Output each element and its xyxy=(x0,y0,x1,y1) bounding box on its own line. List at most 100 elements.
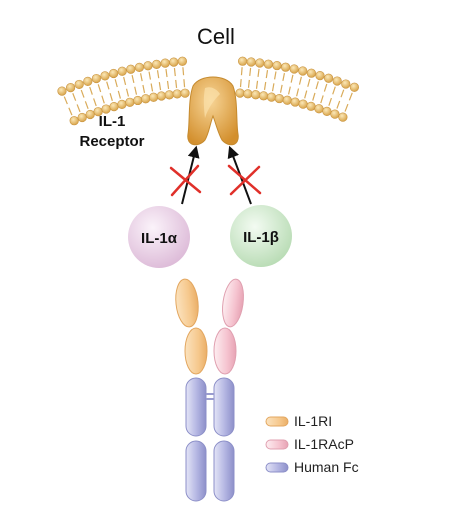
lipid-tail xyxy=(340,89,345,98)
lipid-head-inner xyxy=(306,101,316,111)
lipid-tail xyxy=(255,80,259,89)
lipid-tail xyxy=(72,93,77,101)
lipid-head-outer xyxy=(126,64,136,74)
lipid-head-inner xyxy=(338,112,348,122)
lipid-head-inner xyxy=(109,102,119,112)
lipid-head-inner xyxy=(235,88,245,98)
lipid-head-outer xyxy=(281,62,291,72)
lipid-head-inner xyxy=(172,89,182,99)
lipid-tail xyxy=(68,107,73,116)
lipid-tail xyxy=(312,92,316,101)
lipid-tail xyxy=(249,67,252,76)
lipid-tail xyxy=(282,72,286,82)
receptor-label: IL-1 Receptor xyxy=(62,112,162,152)
lipid-tail xyxy=(274,71,277,80)
lipid-tail xyxy=(139,73,143,82)
lipid-tail xyxy=(263,81,267,90)
lipid-tail xyxy=(131,74,135,84)
legend-swatch-human-fc xyxy=(265,462,289,473)
lipid-head-inner xyxy=(180,88,190,98)
lipid-head-outer xyxy=(57,86,67,96)
lipid-head-inner xyxy=(330,109,340,119)
lipid-head-outer xyxy=(74,79,84,90)
lipid-tail xyxy=(344,103,349,112)
il-1b-label: IL-1β xyxy=(243,229,279,246)
legend-label-il-1racp: IL-1RAcP xyxy=(294,436,354,452)
lipid-head-inner xyxy=(77,112,87,123)
lipid-head-inner xyxy=(164,90,174,100)
lipid-head-outer xyxy=(65,83,76,93)
legend-label-il-1ri: IL-1RI xyxy=(294,413,333,429)
fc-domain-left-lower xyxy=(185,440,207,502)
lipid-head-inner xyxy=(141,94,151,104)
lipid-head-outer xyxy=(341,79,351,89)
lipid-head-inner xyxy=(148,92,159,102)
il-1racp-domain-2 xyxy=(213,327,237,375)
lipid-head-outer xyxy=(160,58,170,68)
lipid-tail xyxy=(158,82,162,91)
lipid-head-inner xyxy=(251,90,261,100)
lipid-tail xyxy=(296,88,300,97)
lipid-tail xyxy=(240,67,243,76)
receptor-label-line-2: Receptor xyxy=(79,133,145,150)
lipid-tail xyxy=(173,67,176,77)
lipid-tail xyxy=(134,86,138,95)
lipid-head-outer xyxy=(177,56,187,66)
lipid-head-outer xyxy=(117,66,127,76)
lipid-head-outer xyxy=(298,66,308,76)
lipid-head-inner xyxy=(298,99,308,109)
lipid-head-outer xyxy=(255,58,265,68)
lipid-head-inner xyxy=(322,106,332,116)
lipid-head-outer xyxy=(272,60,282,71)
lipid-head-outer xyxy=(143,61,153,71)
lipid-head-outer xyxy=(315,71,325,81)
lipid-head-outer xyxy=(289,64,299,74)
lipid-tail xyxy=(239,79,242,88)
lipid-head-outer xyxy=(83,76,93,86)
lipid-tail xyxy=(166,80,170,89)
block-x-left xyxy=(169,164,202,197)
lipid-tail xyxy=(307,78,311,87)
lipid-head-outer xyxy=(152,59,162,69)
lipid-head-outer xyxy=(238,56,248,66)
il-1ri-domain-2 xyxy=(184,327,208,375)
lipid-tail xyxy=(109,93,113,102)
lipid-tail xyxy=(93,98,97,107)
lipid-tail xyxy=(336,100,341,109)
lipid-tail xyxy=(279,84,283,93)
lipid-tail xyxy=(165,68,168,78)
lipid-tail xyxy=(101,95,105,104)
lipid-tail xyxy=(148,71,152,80)
lipid-head-outer xyxy=(169,57,179,67)
lipid-tail xyxy=(106,81,110,90)
fc-domain-right-lower xyxy=(213,440,235,502)
lipid-head-outer xyxy=(134,62,144,72)
il-1a-label: IL-1α xyxy=(141,230,178,247)
lipid-head-outer xyxy=(100,71,110,81)
il-1b-ligand xyxy=(230,205,292,267)
lipid-head-outer xyxy=(91,73,101,84)
legend-swatch-il-1racp xyxy=(265,439,289,450)
lipid-tail xyxy=(114,79,118,88)
lipid-tail xyxy=(265,70,269,79)
lipid-head-outer xyxy=(306,68,317,78)
lipid-head-inner xyxy=(259,91,269,101)
lipid-tail xyxy=(156,70,160,79)
lipid-tail xyxy=(80,89,85,98)
lipid-tail xyxy=(304,90,308,99)
lipid-tail xyxy=(320,95,324,104)
legend-swatch-il-1ri xyxy=(265,416,289,427)
lipid-head-outer xyxy=(263,59,274,69)
il-1racp-domain-1 xyxy=(222,278,244,328)
lipid-head-inner xyxy=(243,89,253,99)
lipid-tail xyxy=(117,90,121,99)
lipid-head-inner xyxy=(69,116,79,126)
lipid-head-inner xyxy=(314,104,324,114)
lipid-head-outer xyxy=(246,57,256,67)
lipid-tail xyxy=(290,74,294,83)
fc-domain-left-upper xyxy=(185,377,207,437)
cell-title: Cell xyxy=(197,24,235,49)
lipid-tail xyxy=(298,76,302,85)
lipid-tail xyxy=(63,96,68,105)
